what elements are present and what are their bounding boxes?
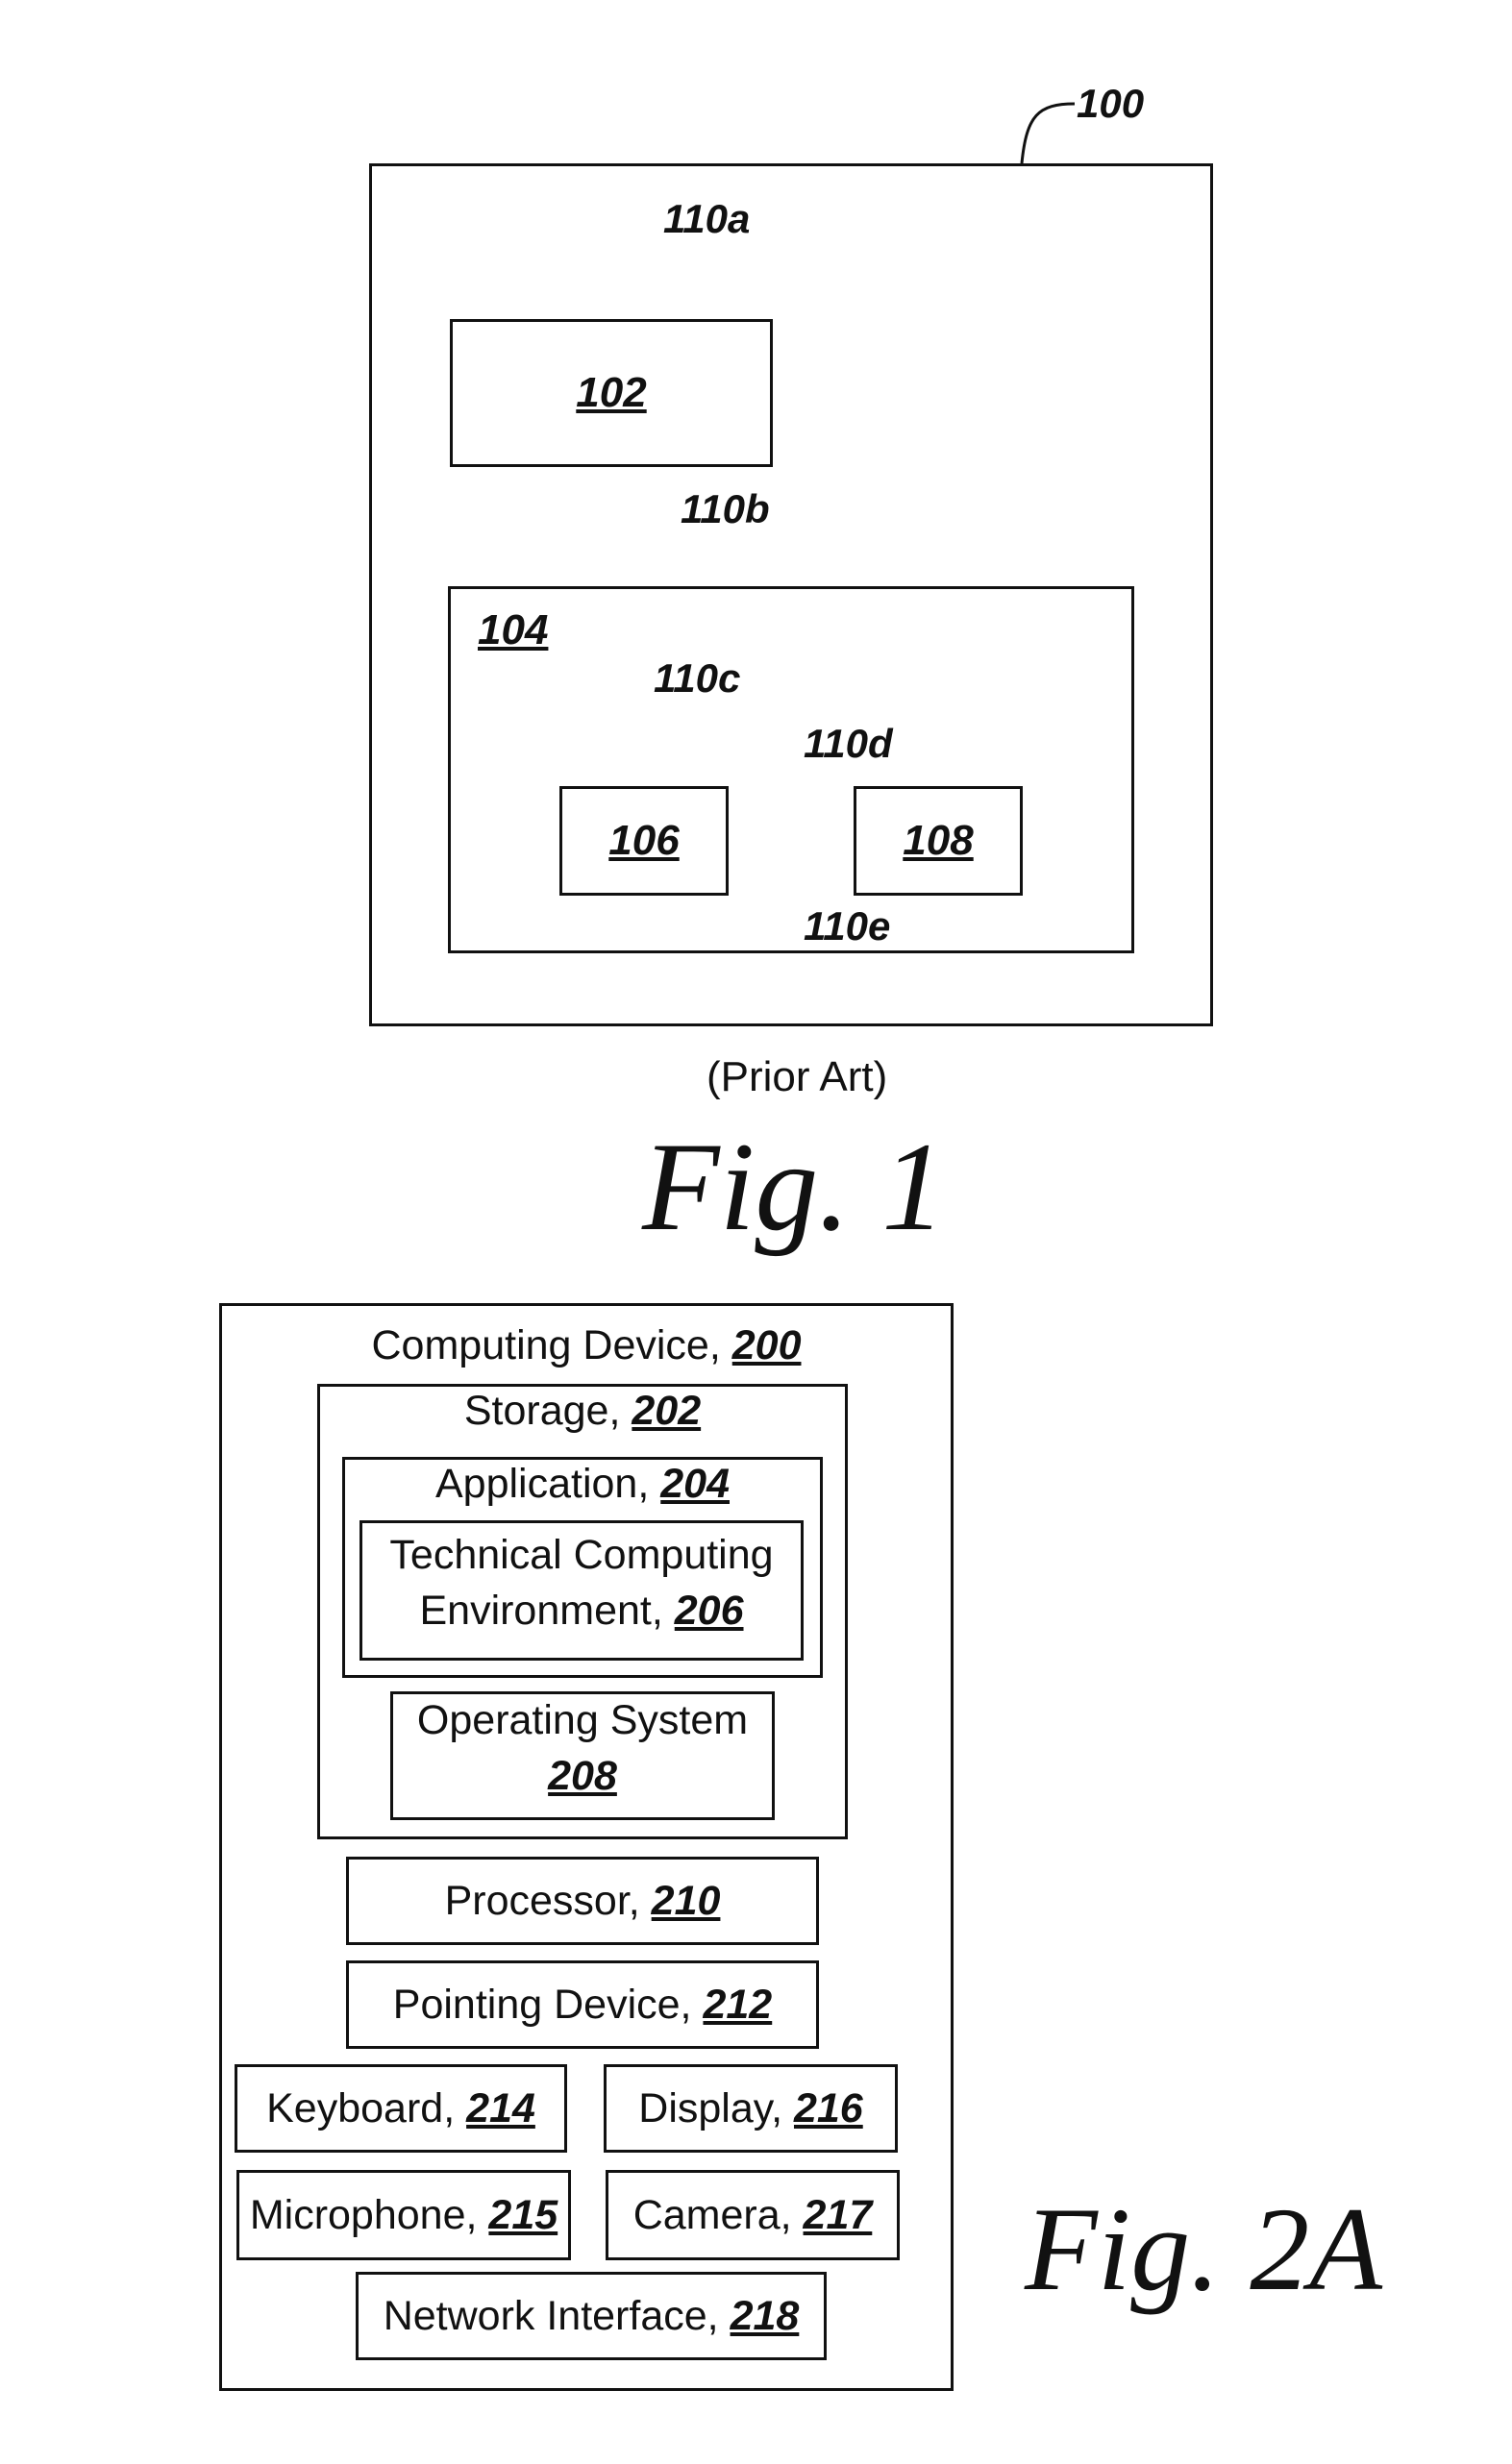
fig1-title: Fig. 1 [642, 1113, 945, 1260]
ref-106: 106 [608, 817, 679, 865]
label-110d: 110d [804, 721, 893, 767]
label-110b: 110b [681, 486, 770, 532]
application-label: Application, 204 [342, 1461, 823, 1508]
display-box: Display, 216 [604, 2064, 898, 2153]
operating-system-ref: 208 [390, 1753, 775, 1800]
microphone-box: Microphone, 215 [236, 2170, 571, 2260]
label-110e: 110e [804, 903, 890, 949]
processor-box: Processor, 210 [346, 1857, 819, 1945]
storage-label: Storage, 202 [317, 1388, 848, 1435]
camera-box: Camera, 217 [606, 2170, 900, 2260]
prior-art-caption: (Prior Art) [706, 1053, 887, 1101]
box-104: 104 [448, 586, 1134, 953]
box-108: 108 [854, 786, 1023, 896]
label-110c: 110c [654, 655, 740, 702]
box-106: 106 [559, 786, 729, 896]
label-100: 100 [1077, 81, 1144, 127]
keyboard-box: Keyboard, 214 [235, 2064, 567, 2153]
pointing-device-box: Pointing Device, 212 [346, 1960, 819, 2049]
tce-label-line1: Technical Computing [359, 1532, 804, 1579]
tce-label-line2: Environment, 206 [359, 1588, 804, 1635]
network-interface-box: Network Interface, 218 [356, 2272, 827, 2360]
ref-102: 102 [576, 369, 646, 417]
box-102: 102 [450, 319, 773, 467]
ref-104: 104 [478, 606, 548, 654]
ref-108: 108 [903, 817, 973, 865]
computing-device-label: Computing Device, 200 [219, 1322, 954, 1369]
leader-100 [1022, 104, 1075, 163]
fig2a-title: Fig. 2A [1025, 2181, 1382, 2318]
operating-system-label: Operating System [390, 1697, 775, 1744]
label-110a: 110a [663, 196, 750, 242]
